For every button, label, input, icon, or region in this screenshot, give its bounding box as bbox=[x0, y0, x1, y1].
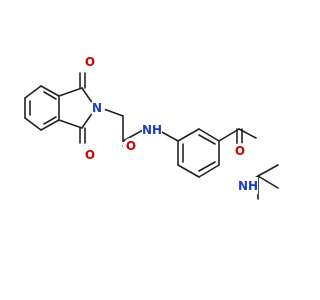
oxygen-label-bottom: O bbox=[85, 148, 95, 162]
molecule-structure: O N O NH O O NH bbox=[24, 54, 279, 200]
bond bbox=[257, 164, 279, 177]
bond-layer bbox=[24, 72, 279, 200]
bond bbox=[238, 128, 257, 139]
bond bbox=[198, 128, 220, 142]
atom-label-layer: O N O NH O O NH bbox=[82, 54, 258, 194]
nitrogen-label-imide: N bbox=[92, 101, 102, 115]
bond bbox=[177, 128, 200, 142]
bond bbox=[218, 128, 240, 142]
bond bbox=[24, 117, 42, 131]
bond bbox=[43, 116, 57, 125]
oxygen-atom-amide: O bbox=[123, 138, 139, 154]
oxygen-atom-benzamide: O bbox=[232, 143, 248, 159]
oxygen-atom-top: O bbox=[82, 54, 98, 70]
amide-nh-atom: NH bbox=[142, 121, 162, 138]
bond bbox=[198, 134, 216, 145]
tbutyl-nh-label: NH bbox=[238, 179, 258, 193]
bond bbox=[43, 91, 57, 100]
bond bbox=[198, 164, 220, 178]
oxygen-label-top: O bbox=[85, 55, 95, 69]
oxygen-atom-bottom: O bbox=[82, 147, 98, 163]
bond bbox=[257, 175, 279, 189]
amide-nh-label: NH bbox=[142, 123, 162, 137]
tbutyl-nh-atom: NH bbox=[238, 177, 258, 194]
bond bbox=[122, 128, 146, 142]
bond bbox=[177, 164, 200, 178]
bond bbox=[40, 119, 60, 131]
bond bbox=[159, 130, 179, 142]
bond bbox=[58, 119, 83, 129]
bond bbox=[198, 161, 216, 172]
bond bbox=[58, 87, 83, 97]
oxygen-label-amide: O bbox=[126, 139, 136, 153]
bond bbox=[24, 85, 42, 99]
oxygen-label-benzamide: O bbox=[235, 144, 245, 158]
bond bbox=[40, 85, 60, 97]
nitrogen-atom-imide: N bbox=[89, 100, 105, 116]
